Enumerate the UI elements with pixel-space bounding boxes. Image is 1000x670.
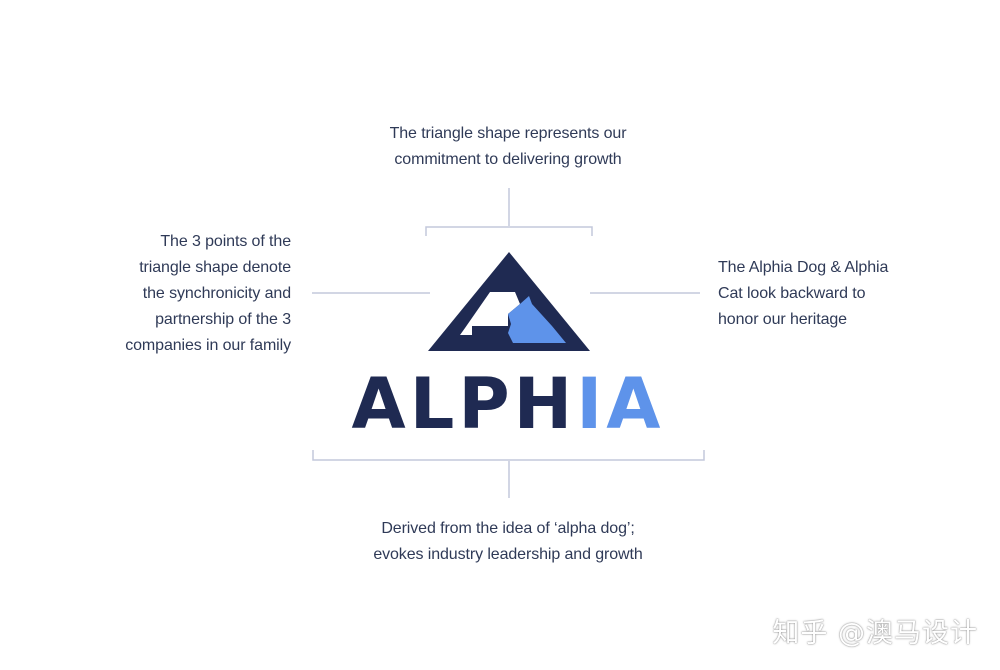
caption-line: the synchronicity and bbox=[142, 285, 291, 302]
wordmark-light-part: IA bbox=[576, 363, 665, 445]
caption-line: Cat look backward to bbox=[718, 285, 866, 302]
caption-triangle-shape: The triangle shape represents our commit… bbox=[330, 121, 686, 173]
triangle-emblem bbox=[428, 252, 590, 351]
caption-dog-cat: The Alphia Dog & Alphia Cat look backwar… bbox=[718, 255, 938, 333]
zhihu-watermark: 知乎 @澳马设计 bbox=[772, 618, 978, 649]
bottom-bracket bbox=[312, 450, 705, 461]
caption-alpha-dog: Derived from the idea of ‘alpha dog’; ev… bbox=[320, 516, 696, 568]
caption-line: commitment to delivering growth bbox=[394, 151, 622, 168]
caption-three-points: The 3 points of the triangle shape denot… bbox=[92, 229, 291, 359]
caption-line: partnership of the 3 bbox=[155, 311, 291, 328]
wordmark-dark-part: ALPH bbox=[351, 363, 577, 445]
caption-line: The 3 points of the bbox=[160, 233, 291, 250]
caption-line: Derived from the idea of ‘alpha dog’; bbox=[381, 520, 635, 537]
caption-line: honor our heritage bbox=[718, 311, 847, 328]
caption-line: triangle shape denote bbox=[139, 259, 291, 276]
caption-line: The Alphia Dog & Alphia bbox=[718, 259, 889, 276]
top-bracket bbox=[425, 226, 593, 236]
caption-line: The triangle shape represents our bbox=[389, 125, 627, 142]
caption-line: companies in our family bbox=[125, 337, 291, 354]
cat-silhouette bbox=[508, 296, 566, 343]
caption-line: evokes industry leadership and growth bbox=[373, 546, 643, 563]
triangle-inner-cutout bbox=[460, 292, 520, 335]
